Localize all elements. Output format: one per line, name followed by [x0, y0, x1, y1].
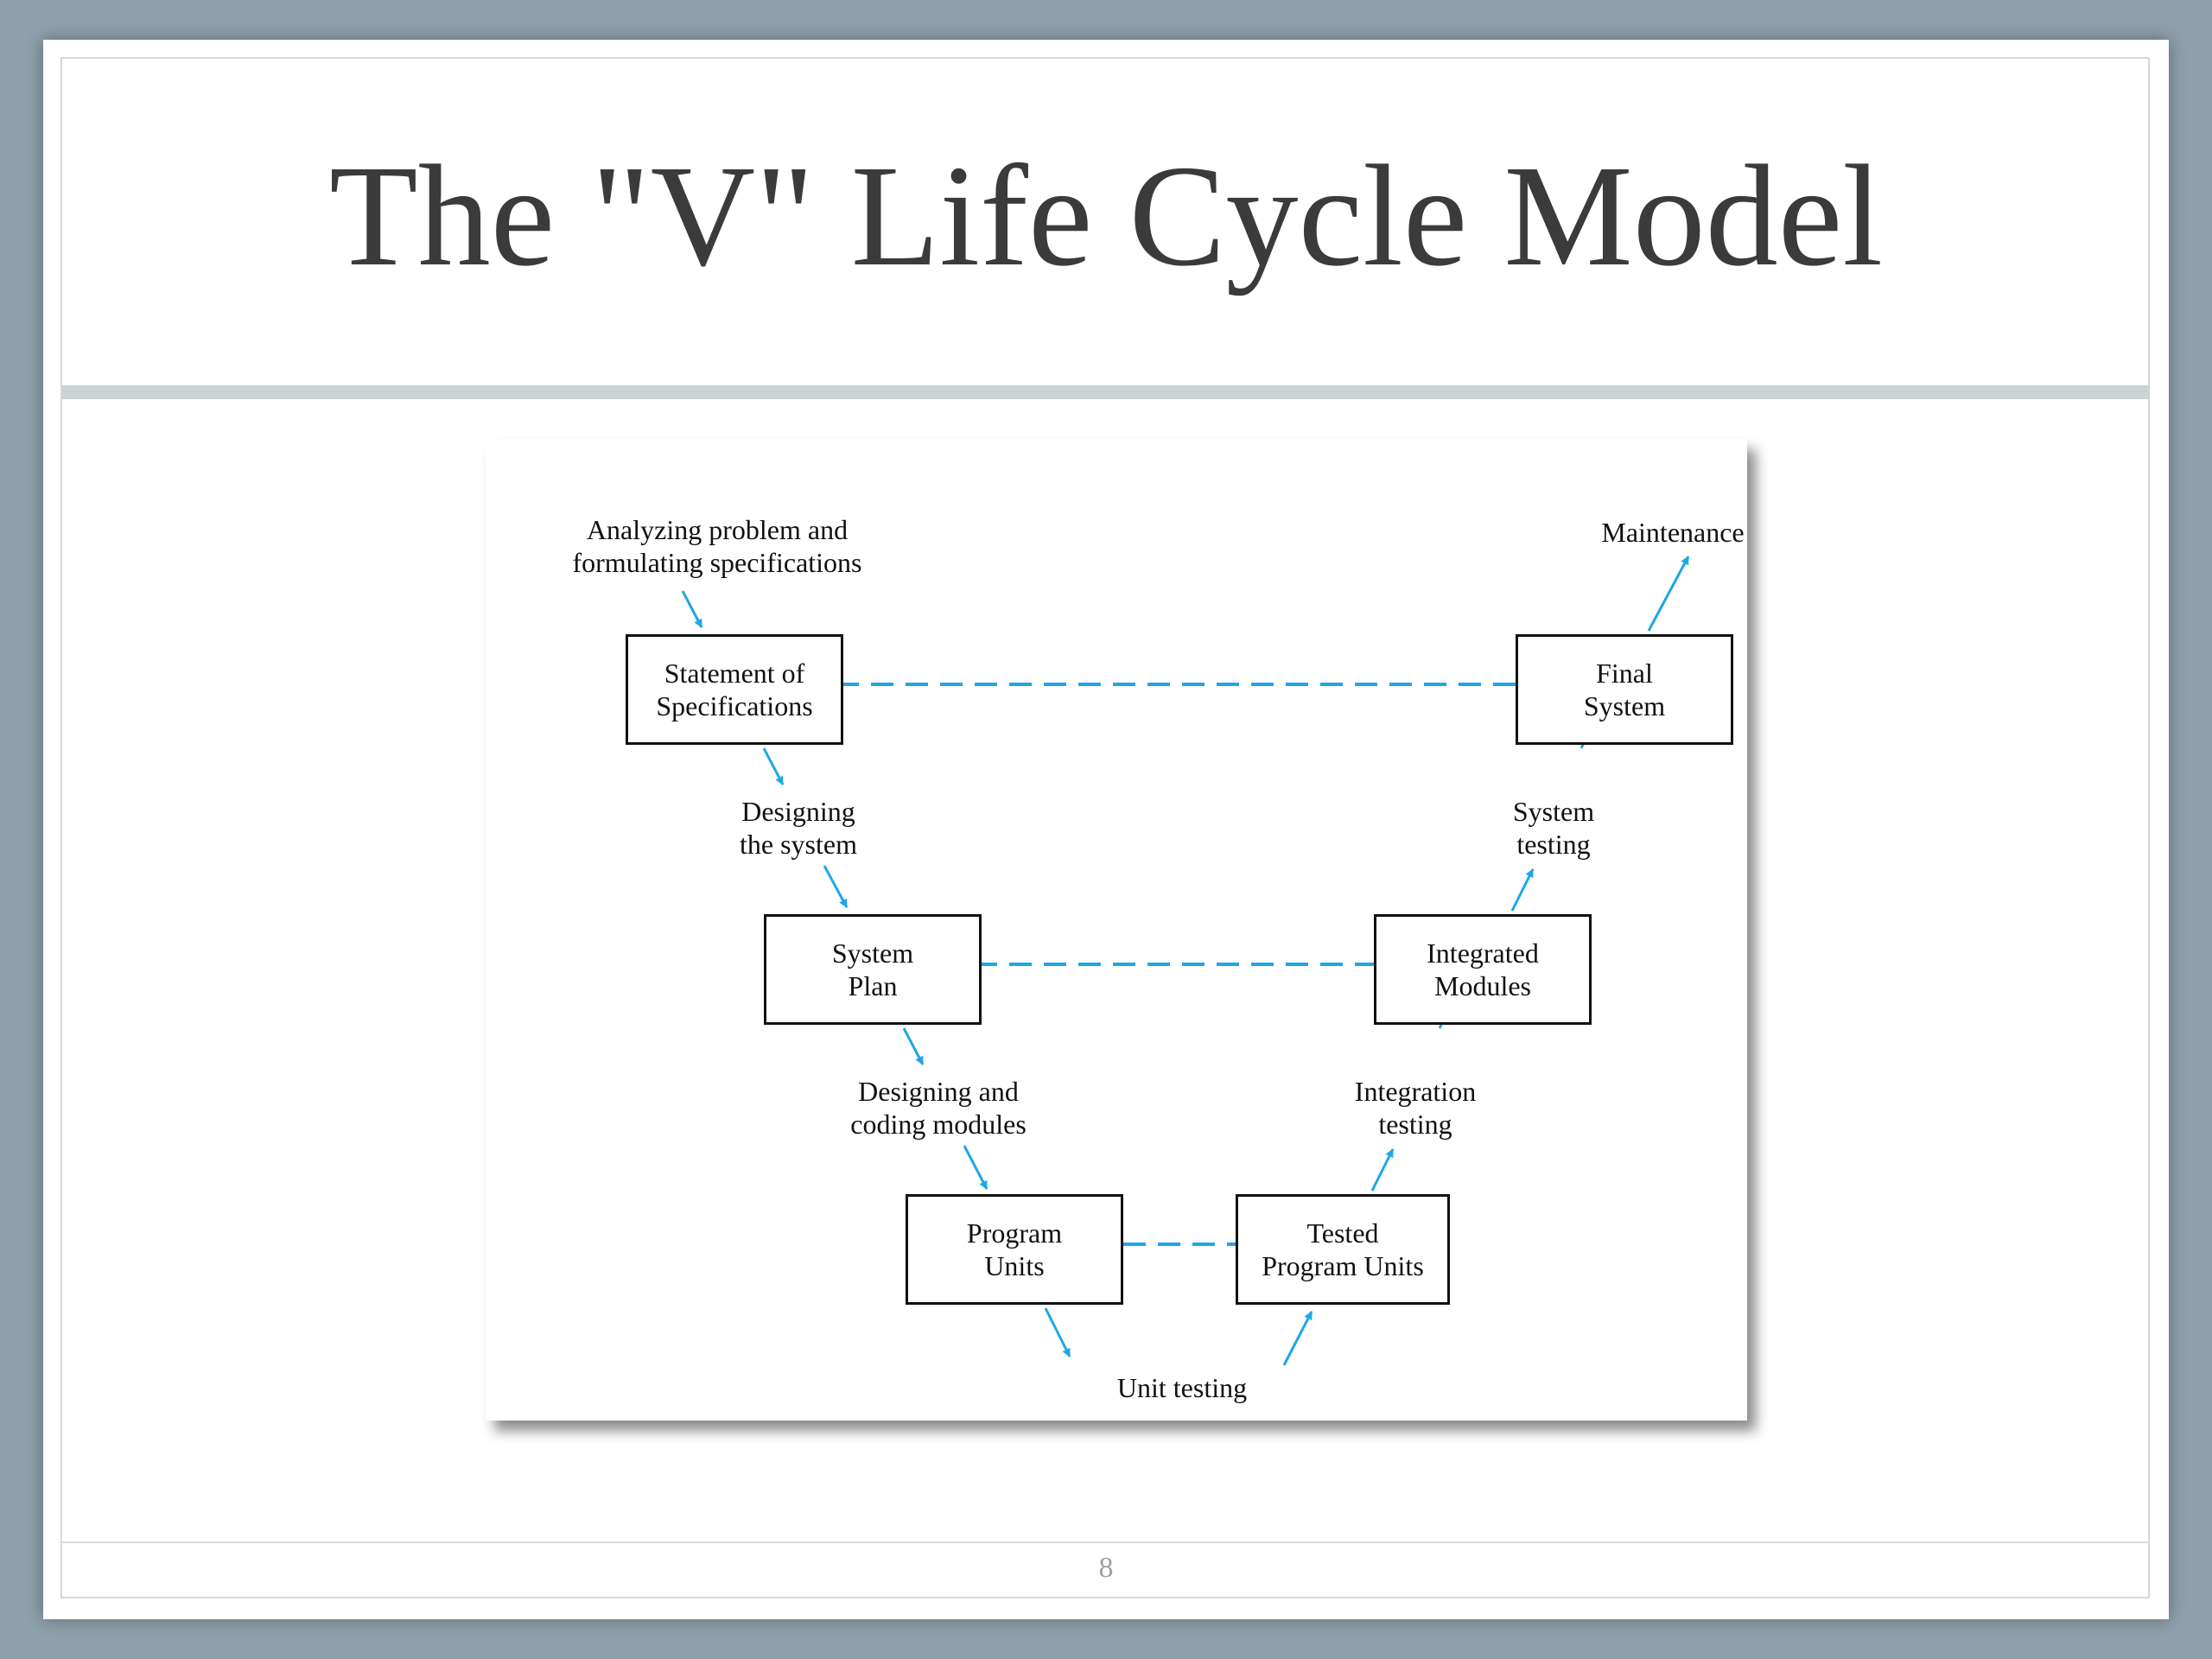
slide: The "V" Life Cycle Model	[43, 40, 2169, 1619]
label-unit-testing: Unit testing	[1116, 1372, 1248, 1403]
arrow-integrated-up	[1510, 868, 1535, 912]
page-number: 8	[1098, 1552, 1114, 1584]
v-model-figure: Statement of Specifications System Plan …	[486, 439, 1747, 1421]
box-statement-of-specifications: Statement of Specifications	[626, 634, 843, 745]
label-designing-coding: Designing and coding modules	[850, 1076, 1027, 1140]
arrow-plan-down	[902, 1027, 925, 1065]
footer-divider	[62, 1541, 2150, 1543]
arrow-tested-up	[1370, 1148, 1395, 1192]
box-final-system: Final System	[1516, 634, 1733, 745]
box-program-units: Program Units	[906, 1194, 1123, 1305]
label-maintenance: Maintenance	[1601, 517, 1745, 548]
title-divider	[62, 385, 2150, 399]
slide-frame	[60, 57, 2150, 1599]
arrow-unit-testing	[1282, 1311, 1313, 1366]
arrow-designing-system	[823, 865, 849, 908]
box-tested-program-units: Tested Program Units	[1236, 1194, 1450, 1305]
box-system-plan: System Plan	[764, 914, 982, 1025]
slide-title: The "V" Life Cycle Model	[329, 136, 1883, 296]
label-integration-testing: Integration testing	[1354, 1076, 1477, 1140]
arrow-statement-down	[762, 747, 785, 785]
label-system-testing: System testing	[1512, 796, 1595, 860]
box-integrated-modules: Integrated Modules	[1374, 914, 1592, 1025]
label-analyzing: Analyzing problem and formulating specif…	[572, 514, 862, 578]
arrow-maintenance	[1647, 556, 1690, 632]
arrow-units-down	[1044, 1307, 1071, 1357]
arrow-analyzing	[681, 590, 703, 628]
label-designing-system: Designing the system	[740, 796, 857, 860]
arrow-designing-coding	[963, 1145, 988, 1190]
